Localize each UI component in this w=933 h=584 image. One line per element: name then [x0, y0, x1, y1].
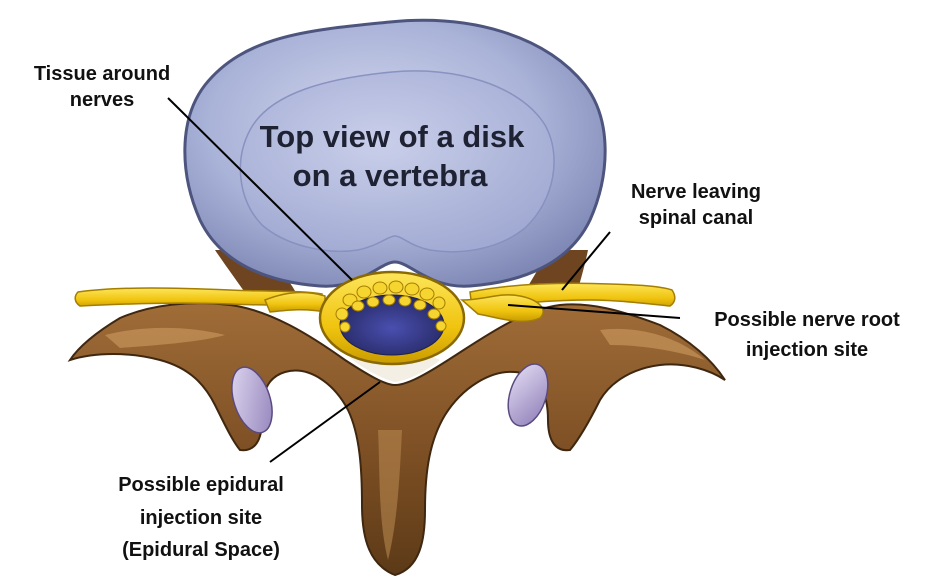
label-epidural-line2: injection site	[140, 507, 262, 529]
intervertebral-disk: Top view of a disk on a vertebra	[185, 20, 605, 286]
disk-title-line1: Top view of a disk	[260, 119, 525, 154]
right-nerve-branch	[462, 295, 543, 322]
label-epidural-line1: Possible epidural	[118, 474, 284, 496]
label-nerve-leaving-line1: Nerve leaving	[631, 181, 761, 203]
label-epidural-line3: (Epidural Space)	[122, 539, 280, 561]
label-tissue-line2: nerves	[70, 89, 135, 111]
label-nerve-root-line1: Possible nerve root	[714, 309, 900, 331]
label-tissue-line1: Tissue around	[34, 63, 170, 85]
label-nerve-root-line2: injection site	[746, 339, 868, 361]
disk-title-line2: on a vertebra	[293, 158, 488, 193]
label-nerve-leaving-line2: spinal canal	[639, 207, 754, 229]
